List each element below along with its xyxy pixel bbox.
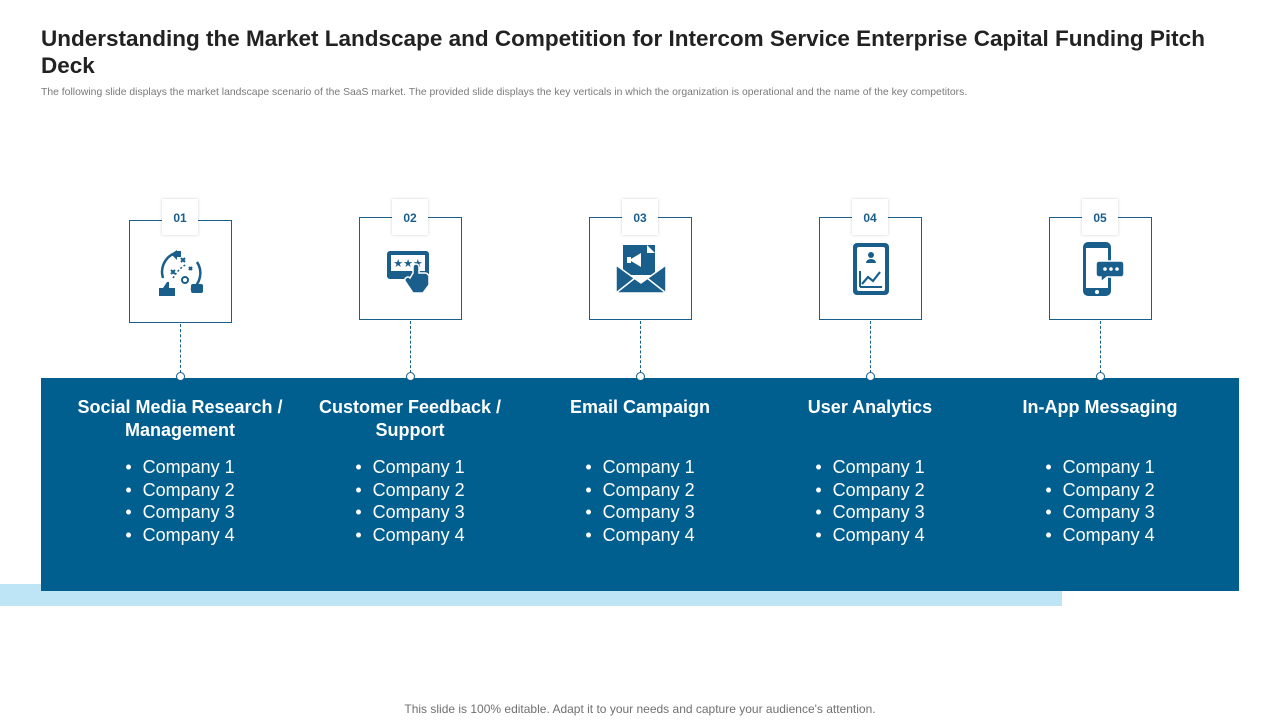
list-item: Company 2: [755, 479, 985, 502]
social-media-strategy-icon: [158, 249, 203, 296]
list-item: Company 4: [525, 524, 755, 547]
list-item: Company 3: [985, 501, 1215, 524]
list-item: Company 1: [985, 456, 1215, 479]
list-item: Company 1: [295, 456, 525, 479]
vertical-1-connector: [180, 324, 181, 373]
list-item: Company 4: [65, 524, 295, 547]
vertical-3-connector: [640, 321, 641, 373]
vertical-1-column: Social Media Research / Management Compa…: [65, 396, 295, 546]
list-item: Company 4: [985, 524, 1215, 547]
slide-subtitle: The following slide displays the market …: [41, 87, 968, 98]
vertical-3-title: Email Campaign: [569, 397, 711, 417]
vertical-4-column: User Analytics Company 1 Company 2 Compa…: [755, 396, 985, 546]
email-campaign-icon: [614, 244, 667, 294]
vertical-2-number-badge: 02: [392, 199, 428, 235]
vertical-5-connector: [1100, 321, 1101, 373]
vertical-2-title: Customer Feedback / Support: [318, 397, 502, 440]
list-item: Company 2: [65, 479, 295, 502]
vertical-4-title: User Analytics: [807, 397, 933, 417]
vertical-5-title: In-App Messaging: [1022, 397, 1178, 417]
vertical-4-connector: [870, 321, 871, 373]
vertical-3-number-badge: 03: [622, 199, 658, 235]
rating-feedback-icon: ★★★: [386, 250, 430, 294]
list-item: Company 2: [985, 479, 1215, 502]
slide-footer: This slide is 100% editable. Adapt it to…: [404, 702, 876, 716]
list-item: Company 2: [295, 479, 525, 502]
vertical-4-dot: [866, 372, 875, 381]
list-item: Company 1: [65, 456, 295, 479]
in-app-messaging-icon: [1082, 241, 1125, 296]
vertical-5-column: In-App Messaging Company 1 Company 2 Com…: [985, 396, 1215, 546]
vertical-2-column: Customer Feedback / Support Company 1 Co…: [295, 396, 525, 546]
list-item: Company 1: [755, 456, 985, 479]
vertical-3-company-list: Company 1 Company 2 Company 3 Company 4: [525, 456, 755, 546]
vertical-3-dot: [636, 372, 645, 381]
list-item: Company 1: [525, 456, 755, 479]
vertical-1-dot: [176, 372, 185, 381]
vertical-2-company-list: Company 1 Company 2 Company 3 Company 4: [295, 456, 525, 546]
list-item: Company 3: [65, 501, 295, 524]
vertical-5-number-badge: 05: [1082, 199, 1118, 235]
slide-title: Understanding the Market Landscape and C…: [41, 26, 1205, 78]
vertical-1-number-badge: 01: [162, 199, 198, 235]
list-item: Company 4: [755, 524, 985, 547]
list-item: Company 3: [525, 501, 755, 524]
vertical-2-icon-box: ★★★: [359, 217, 462, 320]
vertical-3-column: Email Campaign Company 1 Company 2 Compa…: [525, 396, 755, 546]
list-item: Company 3: [755, 501, 985, 524]
vertical-3-icon-box: [589, 217, 692, 320]
vertical-5-dot: [1096, 372, 1105, 381]
vertical-4-number-badge: 04: [852, 199, 888, 235]
list-item: Company 3: [295, 501, 525, 524]
vertical-1-icon-box: [129, 220, 232, 323]
vertical-5-company-list: Company 1 Company 2 Company 3 Company 4: [985, 456, 1215, 546]
user-analytics-icon: [852, 242, 889, 295]
vertical-1-company-list: Company 1 Company 2 Company 3 Company 4: [65, 456, 295, 546]
vertical-4-company-list: Company 1 Company 2 Company 3 Company 4: [755, 456, 985, 546]
vertical-2-connector: [410, 321, 411, 373]
vertical-1-title: Social Media Research / Management: [77, 397, 283, 440]
list-item: Company 4: [295, 524, 525, 547]
vertical-2-dot: [406, 372, 415, 381]
list-item: Company 2: [525, 479, 755, 502]
